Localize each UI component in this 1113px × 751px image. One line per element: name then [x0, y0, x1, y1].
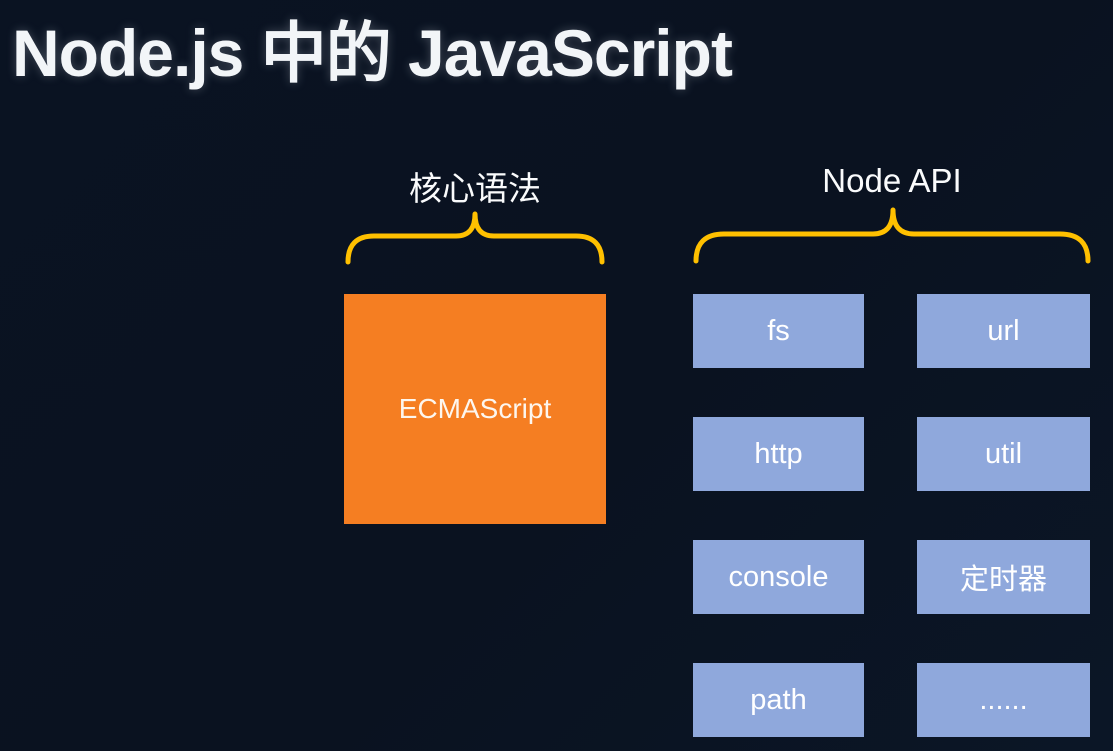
curly-brace-up-icon: [345, 211, 605, 265]
api-box-label: fs: [767, 314, 790, 347]
api-box-label: console: [728, 560, 829, 593]
api-box-ellipsis: ......: [917, 663, 1090, 737]
api-box-fs: fs: [693, 294, 864, 368]
core-syntax-label: 核心语法: [409, 170, 541, 207]
api-box-url: url: [917, 294, 1090, 368]
api-box-console: console: [693, 540, 864, 614]
api-box-path: path: [693, 663, 864, 737]
api-box-timers: 定时器: [917, 540, 1090, 614]
api-box-http: http: [693, 417, 864, 491]
ecmascript-box-label: ECMAScript: [398, 393, 552, 424]
ecmascript-box: ECMAScript: [344, 294, 606, 524]
node-api-label: Node API: [822, 162, 962, 199]
node-api-grid: fs url http util console 定时器 path ......: [693, 294, 1090, 737]
api-box-label: ......: [979, 683, 1028, 716]
curly-brace-up-icon: [693, 207, 1091, 264]
api-box-util: util: [917, 417, 1090, 491]
api-box-label: url: [987, 314, 1020, 347]
api-box-label: http: [754, 437, 803, 470]
api-box-label: path: [750, 683, 807, 716]
slide-title: Node.js 中的 JavaScript: [12, 16, 733, 90]
api-box-label: 定时器: [959, 564, 1047, 596]
api-box-label: util: [984, 437, 1023, 470]
